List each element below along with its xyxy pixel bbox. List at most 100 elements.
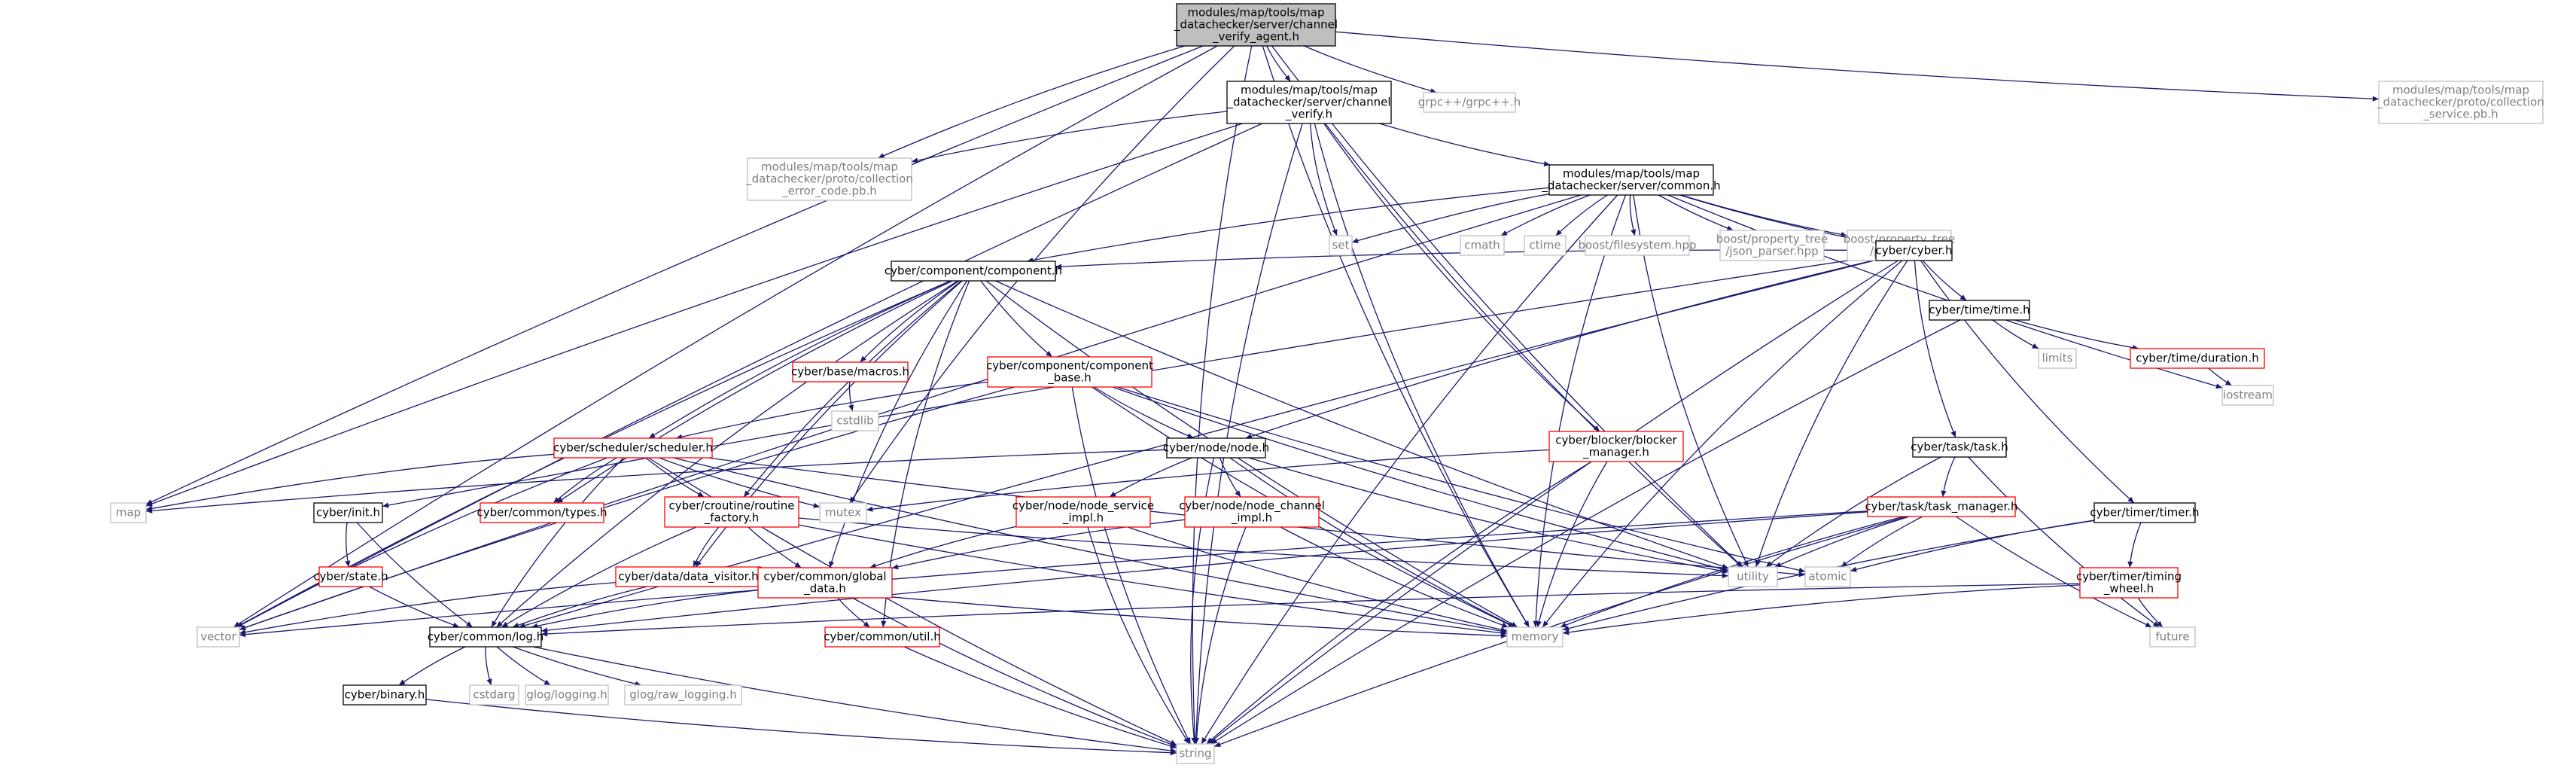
edge-nsi-to-memory [1127,526,1508,632]
node-errc: modules/map/tools/map_datachecker/proto/… [745,157,913,201]
edge-routine-to-global [748,526,802,568]
node-limits: limits [2038,348,2077,369]
edge-comp-to-log [496,280,958,628]
node-cyber[interactable]: cyber/cyber.h [1875,240,1953,261]
edge-tw-to-future [2137,597,2163,628]
node-memory: memory [1506,626,1564,648]
edge-comp-to-compbase [980,280,1053,358]
edge-compbase-to-string [1071,386,1192,745]
node-dv[interactable]: cyber/data/data_visitor.h [615,566,762,587]
node-box [1015,496,1151,528]
node-box [469,684,519,706]
node-label-line: cyber/task/task_manager.h [1865,500,2017,514]
node-box [1423,92,1516,113]
node-macros[interactable]: cyber/base/macros.h [791,361,909,382]
edge-nci-to-string [1193,526,1247,745]
edge-sched-to-memory [673,457,1508,634]
node-cmath: cmath [1460,235,1505,256]
node-box [2079,567,2179,599]
node-routine[interactable]: cyber/croutine/routine_factory.h [664,496,799,528]
edge-time-to-duration [2014,319,2139,351]
node-sched[interactable]: cyber/scheduler/scheduler.h [553,437,713,459]
edge-common-to-string [1201,194,1618,745]
node-node[interactable]: cyber/node/node.h [1163,437,1269,459]
node-nci[interactable]: cyber/node/node_channel_impl.h [1179,496,1325,528]
edge-common-to-set [1351,194,1550,243]
edge-timer-to-tw [2127,522,2142,568]
node-glograw: glog/raw_logging.h [624,684,742,706]
edge-duration-to-iostream [2208,367,2233,386]
node-label-line: glog/logging.h [526,688,607,702]
edge-root-to-memory [1262,45,1530,628]
node-bfs: boost/filesystem.hpp [1578,235,1697,256]
node-box [624,684,742,706]
node-timer[interactable]: cyber/timer/timer.h [2090,502,2200,523]
node-grpc: grpc++/grpc++.h [1418,92,1521,113]
edge-cv-to-utility [1324,123,1743,568]
edge-taskmgr-to-future [1955,516,2152,628]
edge-comp-to-macros [860,280,960,363]
edge-routine-to-memory [798,524,1508,636]
node-time[interactable]: cyber/time/time.h [1929,300,2030,321]
node-global[interactable]: cyber/common/global_data.h [757,567,893,599]
edge-routine-to-utility [798,517,1729,579]
edge-log-to-string [532,646,1177,754]
edge-root-to-grpc [1304,45,1437,94]
node-label-line: cyber/common/global [763,570,886,584]
node-init[interactable]: cyber/init.h [313,502,383,523]
edge-task-to-future [1968,456,2160,628]
edge-compbase-to-utility [1112,386,1729,572]
node-label-line: cyber/data/data_visitor.h [618,570,758,584]
edge-sched-to-types [553,457,617,504]
node-binary[interactable]: cyber/binary.h [343,684,427,706]
node-tw[interactable]: cyber/timer/timing_wheel.h [2076,567,2182,599]
edge-log-to-binary [398,646,466,686]
node-root[interactable]: modules/map/tools/map_datachecker/server… [1174,3,1338,47]
node-label-line: iostream [2223,389,2273,402]
node-box [1329,235,1353,256]
node-nsi[interactable]: cyber/node/node_service_impl.h [1012,496,1154,528]
edge-comp-to-sched [648,280,952,439]
node-box [1524,235,1567,256]
node-label-line: grpc++/grpc++.h [1418,96,1521,109]
node-coll: modules/map/tools/map_datachecker/proto/… [2377,81,2544,124]
node-taskmgr[interactable]: cyber/task/task_manager.h [1865,496,2018,517]
node-label-line: cyber/scheduler/scheduler.h [553,441,713,455]
node-compbase[interactable]: cyber/component/component_base.h [986,356,1153,388]
node-vector: vector [196,626,240,648]
edge-tw-to-log [540,583,2081,637]
node-box [1166,437,1266,459]
node-label-line: cyber/node/node_channel [1179,499,1325,514]
node-box [2149,626,2196,648]
node-blocker[interactable]: cyber/blocker/blocker_manager.h [1548,431,1684,462]
node-box [1804,566,1851,587]
node-task[interactable]: cyber/task/task.h [1911,437,2008,458]
node-duration[interactable]: cyber/time/duration.h [2130,348,2265,369]
edge-time-to-string [1210,319,1961,745]
edge-util-to-string [903,646,1177,749]
edge-taskmgr-to-vector [239,510,1868,638]
node-box [1875,240,1953,261]
edge-global-to-log [531,590,759,629]
node-state[interactable]: cyber/state.h [313,566,388,587]
node-box [313,502,383,523]
node-label-line: _verify_agent.h [1212,30,1299,44]
edge-dv-to-vector [239,581,617,635]
node-common[interactable]: modules/map/tools/map_datachecker/server… [1541,164,1721,196]
node-label-line: mutex [825,506,861,520]
node-comp[interactable]: cyber/component/component.h [885,261,1062,282]
node-box [343,684,427,706]
node-iostream: iostream [2221,385,2274,406]
edge-taskmgr-to-atomic [1841,516,1923,568]
edge-compbase-to-sched [675,381,988,440]
edge-compbase-to-vector [239,386,1015,630]
node-cstdlib: cstdlib [831,410,879,431]
node-util[interactable]: cyber/common/util.h [824,626,941,648]
edge-cv-to-string [1193,123,1303,745]
node-types[interactable]: cyber/common/types.h [477,502,607,523]
node-box [1728,566,1778,587]
node-label-line: _datachecker/proto/collection [2377,96,2544,110]
node-log[interactable]: cyber/common/log.h [428,626,544,648]
node-cv[interactable]: modules/map/tools/map_datachecker/server… [1226,81,1392,124]
